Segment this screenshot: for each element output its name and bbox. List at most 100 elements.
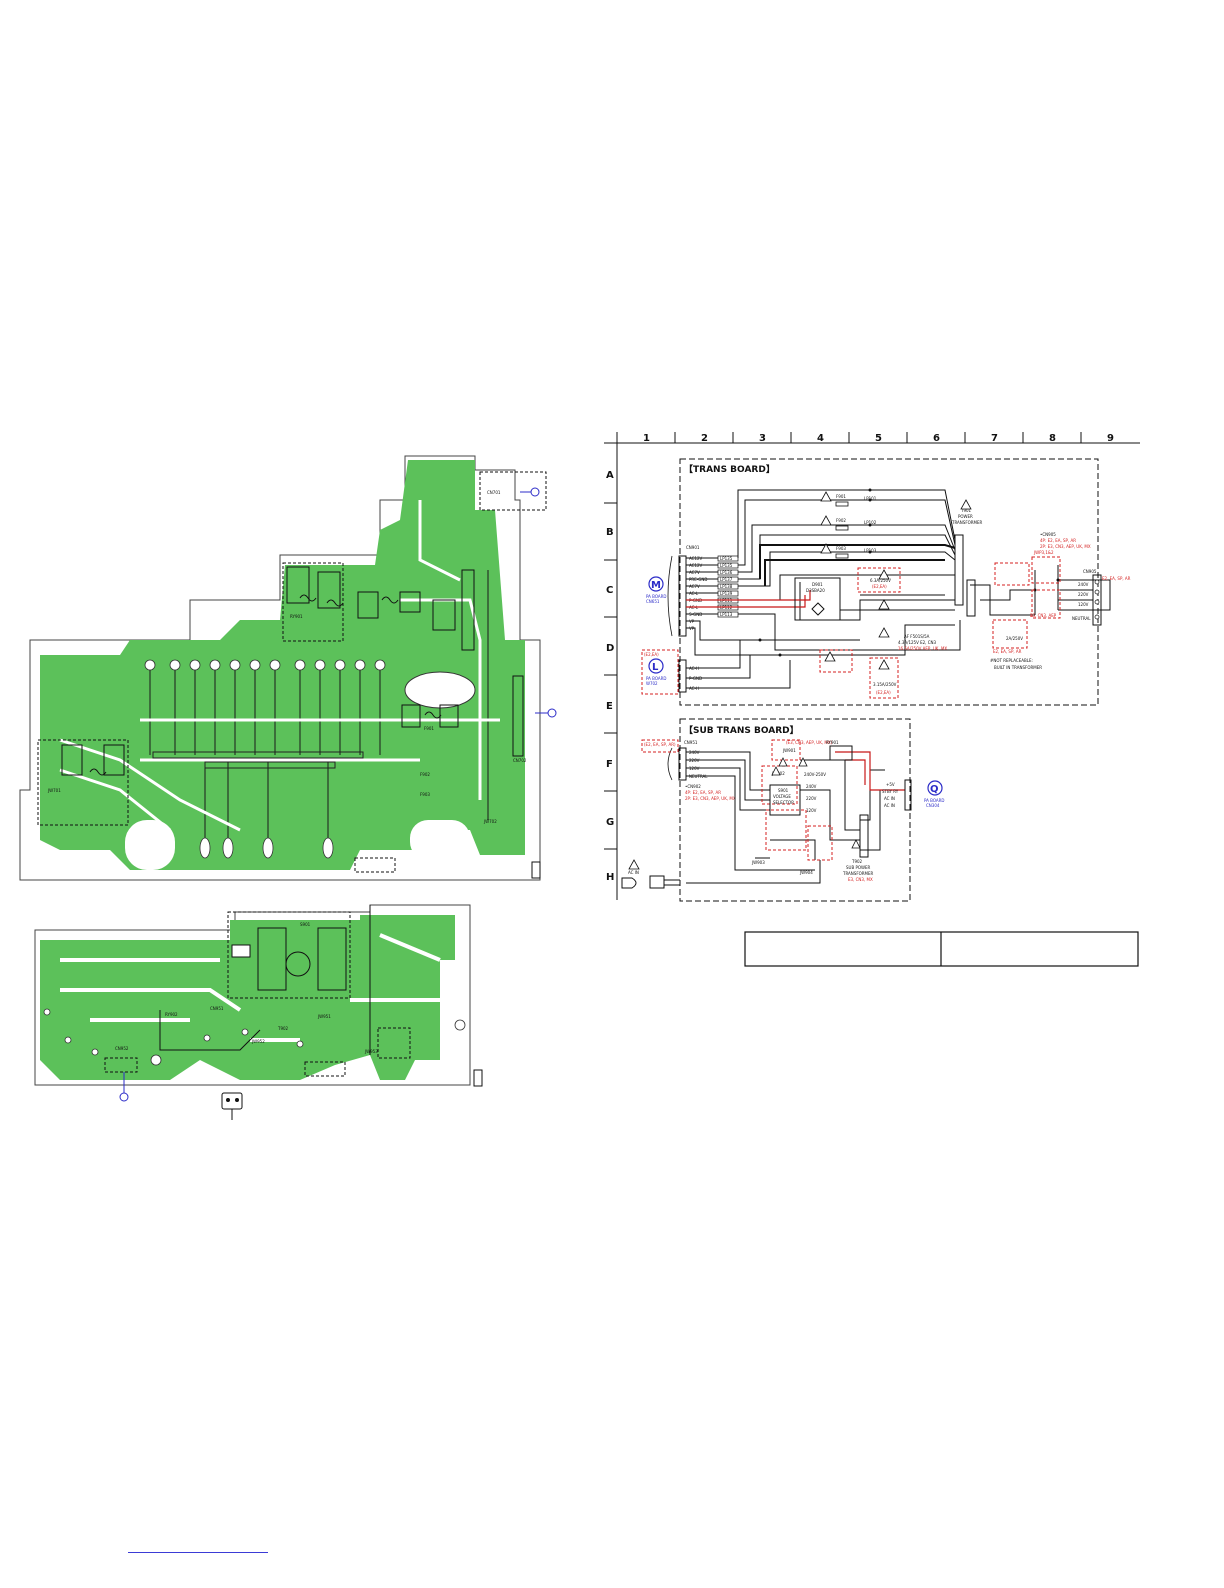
pcb-traces — [149, 570, 489, 840]
pcb-label-s901: S901 — [300, 922, 311, 927]
pcb-copper-main — [40, 460, 525, 870]
ry901-label: RY901 — [826, 740, 839, 745]
fuse-note-1: AF F501S/5A — [904, 634, 930, 639]
q-pin-4: AC IN — [884, 803, 895, 808]
sub-voltage-2: 220V — [806, 796, 817, 801]
pcb-page-marker-2 — [473, 1069, 483, 1087]
red-box-label-3: (E2,EA) — [644, 652, 659, 657]
sub-red-top: (E3, CN3, AEP, UK, MX) — [786, 740, 833, 745]
link-label-1: LP135 — [720, 556, 733, 561]
sub-note-left: •CN902 4P: E2, EA, SP, AR 2P: E3, CN3, A… — [685, 784, 736, 801]
pcb-label-jw953: JW953 — [364, 1049, 378, 1054]
grid-row-e: E — [606, 701, 613, 712]
q-connector-body — [904, 779, 912, 811]
t901-label-1: T901 — [960, 508, 972, 513]
grid-row-f: F — [606, 759, 613, 770]
trans-voltage-120: 120V — [1078, 602, 1089, 607]
d901-box — [794, 577, 841, 621]
trans-wires — [686, 489, 1111, 656]
warning-icon — [820, 543, 832, 554]
pcb-ac-pin-1 — [226, 1098, 230, 1102]
link-label-3: LP136 — [720, 570, 733, 575]
red-note-jwp: JWP3,1&2 — [1033, 550, 1054, 555]
ac-plug-icon — [621, 877, 637, 889]
t901-label-3: TRANSFORMER — [951, 520, 983, 525]
grid-col-9: 9 — [1107, 433, 1114, 444]
pcb-page-marker-1 — [531, 861, 541, 879]
grid-row-h: H — [606, 872, 614, 883]
trans-voltage-neutral: NEUTRAL — [1072, 616, 1091, 621]
rectifier-bridge-icon — [811, 602, 825, 616]
t902-label-1: T902 — [851, 859, 863, 864]
grid-col-5: 5 — [875, 433, 882, 444]
board-badge-l-letter: L — [652, 662, 659, 673]
sub-bracket — [667, 747, 673, 781]
pcb-sub-cn-box — [104, 1057, 138, 1073]
schematic-grid: 1 2 3 4 5 6 7 8 9 A B C D E F G H — [604, 432, 1140, 900]
fuse-table-2: 2A/250V — [1006, 636, 1023, 641]
t901-label: T901 POWER TRANSFORMER — [951, 508, 983, 525]
warning-icon — [778, 757, 788, 767]
grid-col-4: 4 — [817, 433, 824, 444]
s901-labels: S901 VOLTAGE SELECTOR — [773, 788, 794, 805]
pcb-outline-top — [19, 455, 541, 881]
cn905-label: CN905 — [1083, 569, 1097, 574]
warning-icon — [771, 766, 781, 776]
t901-secondary — [966, 579, 976, 617]
warning-icon — [878, 659, 890, 670]
sub-voltages: 240V 220V 120V 240V-250V — [804, 772, 826, 813]
l-connector-wires — [686, 640, 791, 689]
fuse-label-3: F903 — [836, 546, 846, 551]
board-badge-m-line1: PA BOARD — [646, 594, 667, 599]
link-label-2: LP135 — [720, 563, 733, 568]
pcb-sub-pads — [43, 1008, 466, 1066]
cn901-label: CN901 — [686, 545, 700, 550]
footer-rule — [128, 1552, 268, 1553]
sub-red-note-left: (E2, EA, SP, AR) — [644, 742, 676, 747]
link-label-4: LP137 — [720, 577, 733, 582]
board-badge-m-line2: CN651 — [646, 599, 660, 604]
pcb-label-ry902: RY902 — [165, 1012, 178, 1017]
pcb-fuses — [89, 594, 442, 776]
pcb-sub-jw-box — [377, 1027, 411, 1059]
sub-note-left-2: 4P: E2, EA, SP, AR — [685, 790, 721, 795]
trans-red-wires — [686, 590, 811, 608]
warning-icon — [824, 651, 836, 662]
fuse-table-1: 6.3A/250V — [870, 578, 891, 583]
title-block — [744, 931, 1139, 967]
pcb-label-jw702: JW702 — [483, 819, 497, 824]
sub-trans-board-schematic: 【SUB TRANS BOARD】 (E2, EA, SP, AR) CN951… — [621, 718, 945, 902]
pcb-sub-clearance — [60, 933, 441, 1042]
link-label-6: LP139 — [720, 591, 733, 596]
red-box-label-4: E2, EA, SP, AR — [993, 649, 1022, 654]
pcb-label-cn951: CN951 — [210, 1006, 224, 1011]
s901-label-2: VOLTAGE — [773, 794, 791, 799]
link-label-9: LP113 — [720, 612, 733, 617]
cn905-note: E2, EA, SP, AR — [1102, 576, 1131, 581]
sub-jw-3: JW903 — [751, 860, 765, 865]
pcb-sub-relay — [257, 927, 287, 991]
t902-labels: T902 SUB POWER TRANSFORMER E3, CN3, MX — [842, 859, 874, 882]
pcb-ac-pin-2 — [235, 1098, 239, 1102]
ac-inlet-body — [649, 875, 665, 889]
grid-col-6: 6 — [933, 433, 940, 444]
grid-col-7: 7 — [991, 433, 998, 444]
note-bottom-2: BUILT IN TRANSFORMER — [994, 665, 1042, 670]
trans-voltage-240: 240V — [1078, 582, 1089, 587]
q-pin-3: AC IN — [884, 796, 895, 801]
fuse-symbols — [835, 501, 849, 559]
grid-col-3: 3 — [759, 433, 766, 444]
board-badge-m — [648, 576, 664, 592]
fuse-note-2: 4.3A/125V E2, CN3 — [898, 640, 936, 645]
pcb-label-cn952: CN952 — [115, 1046, 129, 1051]
sub-cn-body — [678, 747, 687, 781]
pcb-sub-traces — [159, 905, 371, 1055]
pcb-link-circle-2 — [547, 708, 557, 718]
board-badge-q — [927, 780, 943, 796]
pcb-ac-plug — [221, 1092, 243, 1110]
fuse-table-3: 3.15A/250V — [873, 682, 897, 687]
warning-icon — [960, 499, 972, 510]
board-badge-l — [648, 658, 664, 674]
